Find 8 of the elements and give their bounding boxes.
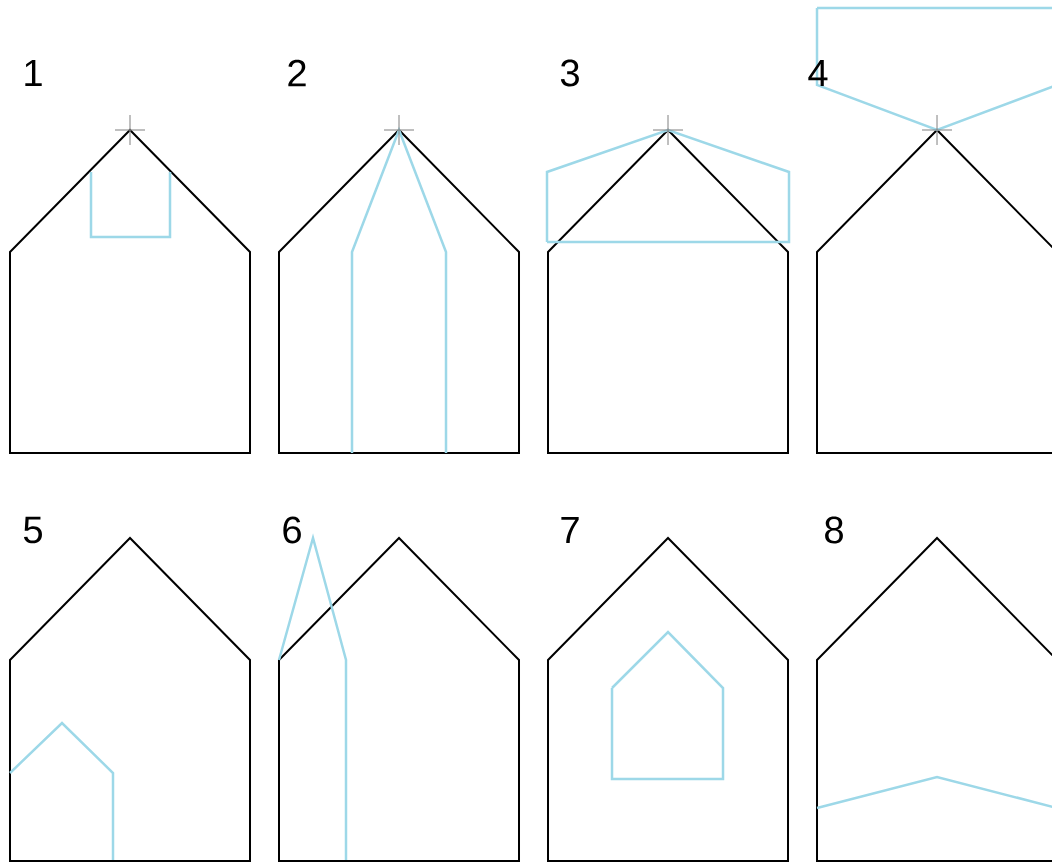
panel-number: 3 [560,59,579,87]
panel-number: 6 [283,516,301,544]
panel-number: 2 [288,59,306,87]
panel-number: 1 [25,59,42,87]
panel-number: 4 [808,59,828,87]
panel-number: 7 [561,516,579,544]
panel-number: 5 [23,516,42,544]
panel-number: 8 [825,516,843,544]
